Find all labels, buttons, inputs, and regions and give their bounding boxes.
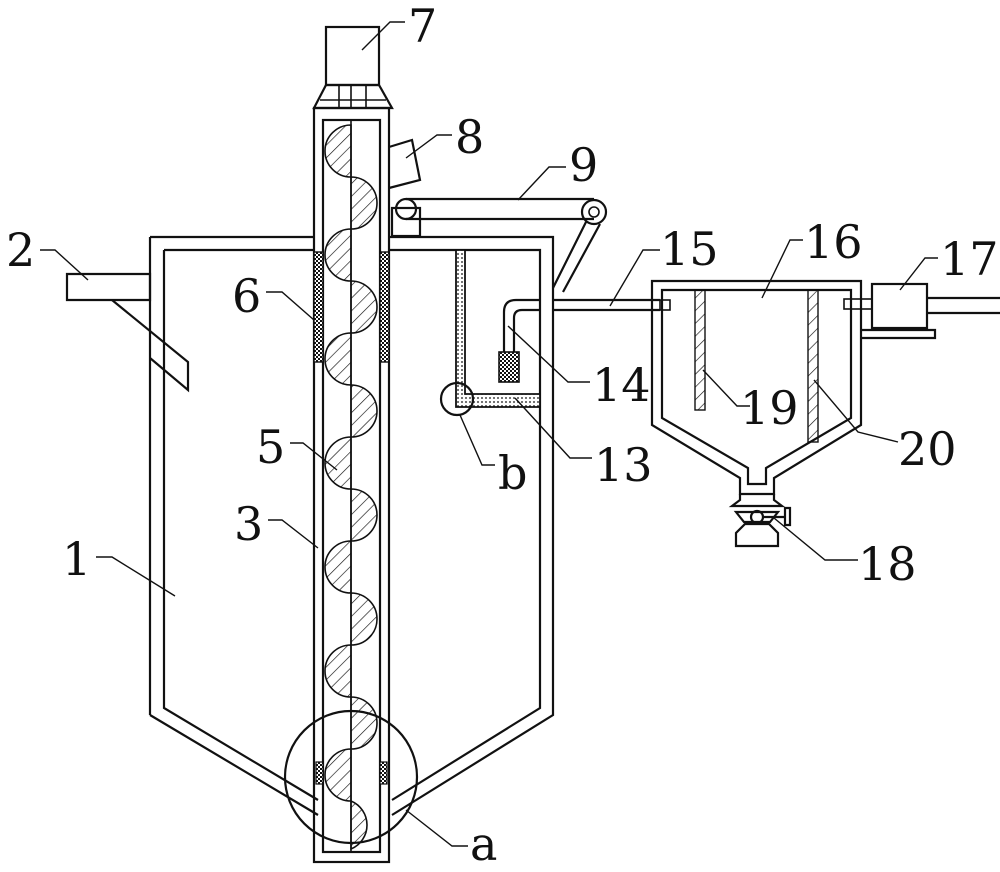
label-15: 15	[660, 222, 719, 276]
label-17: 17	[940, 232, 999, 286]
label-2: 2	[6, 223, 35, 277]
leader-lines	[40, 21, 938, 847]
label-b: b	[498, 446, 527, 500]
label-5: 5	[256, 420, 285, 474]
label-6: 6	[232, 269, 261, 323]
label-16: 16	[804, 215, 863, 269]
discharge-spout	[388, 138, 422, 190]
label-8: 8	[455, 110, 484, 164]
pump	[843, 282, 1000, 340]
detail-circle-b	[439, 381, 475, 417]
label-3: 3	[234, 497, 263, 551]
label-19: 19	[740, 381, 799, 435]
screw-flights	[324, 120, 378, 852]
label-a: a	[470, 817, 497, 871]
detail-circle-a	[283, 709, 419, 845]
drain-valve	[728, 494, 792, 548]
label-20: 20	[898, 422, 957, 476]
baffle-plates	[694, 289, 819, 443]
label-18: 18	[858, 537, 917, 591]
linkage-arm	[390, 197, 608, 293]
label-7: 7	[408, 0, 437, 53]
label-1: 1	[62, 532, 91, 586]
inlet-chute	[65, 272, 190, 393]
motor	[312, 25, 394, 110]
filter-screens	[313, 251, 390, 363]
label-9: 9	[569, 138, 598, 192]
connecting-pipe	[553, 298, 671, 312]
label-14: 14	[592, 358, 651, 412]
filter-head	[498, 298, 540, 383]
label-13: 13	[594, 438, 653, 492]
lower-screens	[315, 761, 388, 785]
suction-pipe	[455, 249, 541, 408]
